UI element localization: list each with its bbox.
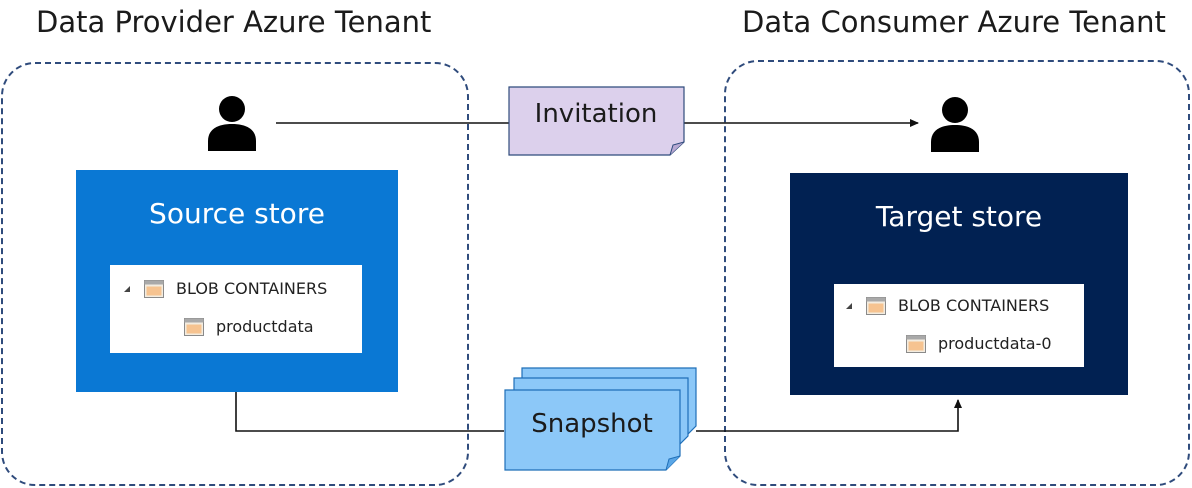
container-icon [906, 334, 926, 353]
triangle-collapse-icon[interactable] [844, 301, 854, 311]
container-icon [866, 296, 886, 315]
snapshot-connector-left [235, 392, 504, 432]
provider-tenant-boundary [1, 62, 469, 486]
target-blob-root-row[interactable]: BLOB CONTAINERS [844, 296, 1049, 315]
target-blob-tree: BLOB CONTAINERS productdata-0 [834, 284, 1084, 367]
source-blob-root-row[interactable]: BLOB CONTAINERS [122, 279, 327, 298]
target-store: Target store BLOB CONTAINERS productdata… [790, 173, 1128, 395]
consumer-tenant-boundary [724, 60, 1190, 486]
source-blob-child-row[interactable]: productdata [184, 317, 314, 336]
consumer-user-icon [931, 97, 979, 152]
container-icon [144, 279, 164, 298]
target-blob-child-row[interactable]: productdata-0 [906, 334, 1052, 353]
triangle-collapse-icon[interactable] [122, 284, 132, 294]
source-store-title: Source store [149, 197, 325, 230]
snapshot-connector-right [696, 399, 962, 432]
source-blob-child-label: productdata [216, 317, 314, 336]
invitation-note-shape [508, 86, 685, 156]
provider-user-icon [208, 96, 256, 151]
source-blob-tree: BLOB CONTAINERS productdata [110, 265, 362, 353]
provider-tenant-title: Data Provider Azure Tenant [36, 5, 432, 39]
consumer-tenant-title: Data Consumer Azure Tenant [742, 5, 1166, 39]
snapshot-label: Snapshot [531, 409, 653, 439]
target-store-title: Target store [875, 200, 1043, 233]
target-blob-child-label: productdata-0 [938, 334, 1052, 353]
invitation-label: Invitation [534, 99, 658, 129]
snapshot-stack-shape [504, 367, 697, 471]
source-store: Source store BLOB CONTAINERS productdata [76, 170, 398, 392]
source-blob-root-label: BLOB CONTAINERS [176, 279, 328, 298]
target-blob-root-label: BLOB CONTAINERS [898, 296, 1050, 315]
container-icon [184, 317, 204, 336]
